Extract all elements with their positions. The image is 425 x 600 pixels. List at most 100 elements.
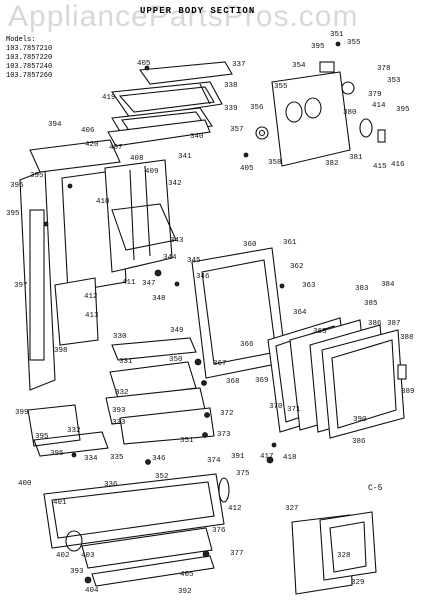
part-callout-419: 419 — [102, 94, 116, 102]
part-callout-412: 412 — [228, 505, 242, 513]
fasteners — [43, 41, 341, 584]
part-callout-366: 366 — [240, 341, 254, 349]
model-number: 103.7857210 — [6, 45, 53, 53]
part-callout-372: 372 — [220, 410, 234, 418]
drawer-assembly — [43, 473, 230, 587]
part-callout-401: 401 — [53, 499, 67, 507]
part-callout-418: 418 — [283, 454, 297, 462]
part-callout-412: 412 — [84, 293, 98, 301]
model-number: 103.7857240 — [6, 63, 53, 71]
part-callout-410: 410 — [96, 198, 110, 206]
part-callout-335: 335 — [110, 454, 124, 462]
part-callout-355: 355 — [274, 83, 288, 91]
part-callout-395: 395 — [35, 433, 49, 441]
part-callout-398: 398 — [54, 347, 68, 355]
part-callout-371: 371 — [287, 406, 301, 414]
part-callout-350: 350 — [169, 356, 183, 364]
part-callout-395: 395 — [30, 172, 44, 180]
part-callout-343: 343 — [170, 237, 184, 245]
diagram-title: UPPER BODY SECTION — [140, 6, 256, 16]
part-callout-346: 346 — [196, 273, 210, 281]
part-callout-404: 404 — [85, 587, 99, 595]
part-callout-345: 345 — [187, 257, 201, 265]
part-callout-415: 415 — [373, 163, 387, 171]
part-callout-395: 395 — [50, 450, 64, 458]
part-callout-395: 395 — [396, 106, 410, 114]
part-callout-389: 389 — [401, 388, 415, 396]
part-callout-405: 405 — [240, 165, 254, 173]
oven-liner — [19, 139, 177, 391]
part-callout-349: 349 — [170, 327, 184, 335]
part-callout-363: 363 — [302, 282, 316, 290]
part-callout-337: 337 — [232, 61, 246, 69]
part-callout-409: 409 — [145, 168, 159, 176]
part-callout-403: 403 — [81, 552, 95, 560]
part-callout-382: 382 — [325, 160, 339, 168]
part-callout-384: 384 — [381, 281, 395, 289]
part-callout-405: 405 — [180, 571, 194, 579]
part-callout-361: 361 — [283, 239, 297, 247]
part-callout-378: 378 — [377, 65, 391, 73]
part-callout-342: 342 — [168, 180, 182, 188]
part-callout-351: 351 — [180, 437, 194, 445]
part-callout-386: 386 — [352, 438, 366, 446]
part-callout-395: 395 — [6, 210, 20, 218]
part-callout-377: 377 — [230, 550, 244, 558]
part-callout-340: 340 — [190, 133, 204, 141]
part-callout-385: 385 — [364, 300, 378, 308]
part-callout-379: 379 — [368, 91, 382, 99]
part-callout-400: 400 — [18, 480, 32, 488]
part-callout-358: 358 — [268, 159, 282, 167]
part-callout-334: 334 — [84, 455, 98, 463]
part-callout-352: 352 — [155, 473, 169, 481]
model-number: 103.7857220 — [6, 54, 53, 62]
part-callout-351: 351 — [330, 31, 344, 39]
oven-door-layers — [191, 247, 407, 439]
part-callout-388: 388 — [400, 334, 414, 342]
part-callout-356: 356 — [250, 104, 264, 112]
part-callout-402: 402 — [56, 552, 70, 560]
part-callout-354: 354 — [292, 62, 306, 70]
part-callout-344: 344 — [163, 254, 177, 262]
part-callout-395: 395 — [311, 43, 325, 51]
drawer-panel — [291, 511, 377, 595]
part-callout-355: 355 — [347, 39, 361, 47]
part-callout-391: 391 — [231, 453, 245, 461]
part-callout-380: 380 — [343, 109, 357, 117]
part-callout-386: 386 — [368, 320, 382, 328]
part-callout-390: 390 — [353, 416, 367, 424]
part-callout-364: 364 — [293, 309, 307, 317]
part-callout-327: 327 — [285, 505, 299, 513]
part-callout-346: 346 — [152, 455, 166, 463]
part-callout-330: 330 — [113, 333, 127, 341]
part-callout-417: 417 — [260, 453, 274, 461]
part-callout-365: 365 — [313, 328, 327, 336]
part-callout-407: 407 — [109, 144, 123, 152]
top-vent-assembly — [107, 61, 233, 147]
part-callout-332: 332 — [115, 389, 129, 397]
part-callout-338: 338 — [224, 82, 238, 90]
sheet-id: C-5 — [368, 484, 383, 493]
part-callout-329: 329 — [351, 579, 365, 587]
part-callout-406: 406 — [81, 127, 95, 135]
lower-body-parts — [27, 337, 215, 457]
part-callout-387: 387 — [387, 320, 401, 328]
part-callout-339: 339 — [224, 105, 238, 113]
part-callout-393: 393 — [112, 407, 126, 415]
part-callout-353: 353 — [387, 77, 401, 85]
part-callout-374: 374 — [207, 457, 221, 465]
part-callout-408: 408 — [130, 155, 144, 163]
model-list: Models: 103.7857210 103.7857220 103.7857… — [6, 36, 52, 81]
part-callout-375: 375 — [236, 470, 250, 478]
part-callout-414: 414 — [372, 102, 386, 110]
part-callout-370: 370 — [269, 403, 283, 411]
part-callout-416: 416 — [391, 161, 405, 169]
part-callout-362: 362 — [290, 263, 304, 271]
part-callout-333: 333 — [112, 419, 126, 427]
part-callout-399: 399 — [15, 409, 29, 417]
part-callout-394: 394 — [48, 121, 62, 129]
part-callout-381: 381 — [349, 154, 363, 162]
part-callout-420: 420 — [85, 141, 99, 149]
